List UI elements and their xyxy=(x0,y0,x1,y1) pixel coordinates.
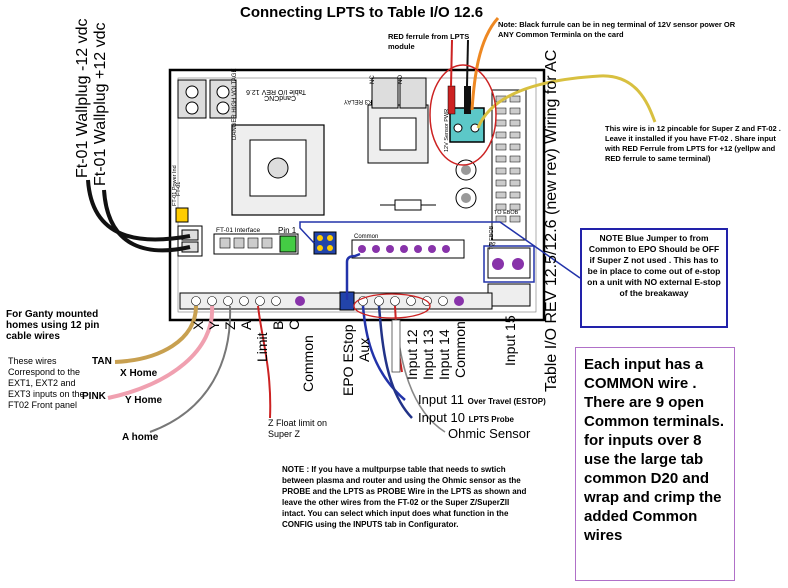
input11-label: Input 11 Over Travel (ESTOP) xyxy=(418,392,546,407)
to-ebob-label: TO EBOB xyxy=(489,225,495,250)
input-highlight xyxy=(353,293,431,319)
board-brand: CandCNC xyxy=(264,94,296,101)
terminal-epo-label: EPO EStop xyxy=(340,324,356,396)
pin1-marker xyxy=(279,235,297,253)
input10-name: Input 10 xyxy=(418,410,465,425)
sensor-pwr-label: 12V Sensor PWR xyxy=(444,109,450,152)
a-home-wire xyxy=(149,305,232,433)
wire-note: This wire is in 12 pincable for Super Z … xyxy=(605,124,781,163)
correspond-note: These wires Correspond to the EXT1, EXT2… xyxy=(8,356,85,410)
terminal-limit-label: Limit xyxy=(254,332,270,362)
board-common-label: Common xyxy=(354,234,378,240)
common-wire-note: Each input has a COMMON wire . There are… xyxy=(575,347,735,581)
black-ferrule xyxy=(464,86,471,114)
jumper-highlight xyxy=(483,245,535,283)
ft01-interface-label: FT-01 Interface xyxy=(216,227,260,234)
terminal-input14-label: Input 14 xyxy=(436,329,452,380)
ft01-led xyxy=(175,207,189,223)
black-ferrule-note: Note: Black furrule can be in neg termin… xyxy=(498,20,736,39)
ferrule-highlight xyxy=(429,64,497,166)
terminal-b-label: B xyxy=(270,320,286,330)
pink-label: PINK xyxy=(82,391,106,402)
gantry-note: For Ganty mounted homes using 12 pin cab… xyxy=(6,309,100,342)
yellow-wire xyxy=(476,74,657,129)
danger-label: DANGER HIGH VOLTAGE xyxy=(232,69,238,140)
terminal-common-label: Common xyxy=(300,335,316,392)
multipurpose-note: NOTE : If you have a multpurpse table th… xyxy=(282,465,527,529)
blue-jumper-note: NOTE Blue Jumper to from Common to EPO S… xyxy=(580,228,728,328)
x-home-label: X Home xyxy=(120,368,158,379)
ft01-label: FT-01 xyxy=(176,182,182,196)
p2-label: P2 xyxy=(489,242,496,248)
terminal-y-label: Y xyxy=(206,320,222,330)
terminal-c-label: C xyxy=(286,319,302,330)
table-io-label: Table I/O REV 12.5/12.6 (new rev) Wiring… xyxy=(543,49,560,392)
jumper-pointer xyxy=(299,221,581,279)
terminal-aux-label: Aux xyxy=(356,337,372,362)
input11-desc: Over Travel (ESTOP) xyxy=(467,397,546,406)
terminal-z-label: Z xyxy=(222,321,238,330)
relay-label: K3 RELAY xyxy=(344,98,372,104)
red-ferrule-note: RED ferrule from LPTS module xyxy=(388,32,470,51)
epo-jumper-wire xyxy=(345,252,361,300)
blue-jumper-header xyxy=(313,231,337,255)
input11-name: Input 11 xyxy=(418,392,465,407)
board-rev: Table I/O REV 12.6 xyxy=(246,88,306,95)
pin1-label: Pin 1 xyxy=(278,226,297,235)
ohmic-label: Ohmic Sensor xyxy=(448,426,531,441)
no-label: NO xyxy=(398,75,404,84)
ebob-header-label: TO EBOB xyxy=(494,210,519,216)
input10-label: Input 10 LPTS Probe xyxy=(418,410,514,425)
terminal-input15-label: Input 15 xyxy=(502,315,518,366)
input10-desc: LPTS Probe xyxy=(468,415,514,424)
tan-wire xyxy=(114,305,198,364)
z-float-note: Z Float limit on Super Z xyxy=(268,418,328,439)
fuse xyxy=(394,199,422,211)
nc-label: NC xyxy=(370,75,376,84)
ebob-header xyxy=(491,89,527,241)
diagram-title: Connecting LPTS to Table I/O 12.6 xyxy=(240,4,484,21)
terminal-input12-label: Input 12 xyxy=(404,329,420,380)
z-float-wire xyxy=(257,305,272,419)
wallplug-pos-wire xyxy=(102,189,191,253)
y-home-label: Y Home xyxy=(125,395,163,406)
wallplug-neg-label: Ft-01 Wallplug -12 vdc xyxy=(74,18,91,178)
terminal-common2-label: Common xyxy=(452,321,468,378)
terminal-input13-label: Input 13 xyxy=(420,329,436,380)
a-home-label: A home xyxy=(122,432,159,443)
terminal-x-label: X xyxy=(190,320,206,330)
tan-label: TAN xyxy=(92,356,112,367)
pink-wire xyxy=(107,305,215,400)
ft01-power-label: FT-01 Power Ind xyxy=(172,165,178,206)
orange-wire xyxy=(470,16,500,111)
terminal-a-label: A xyxy=(238,320,254,330)
wallplug-pos-label: Ft-01 Wallplug +12 vdc xyxy=(92,22,109,186)
